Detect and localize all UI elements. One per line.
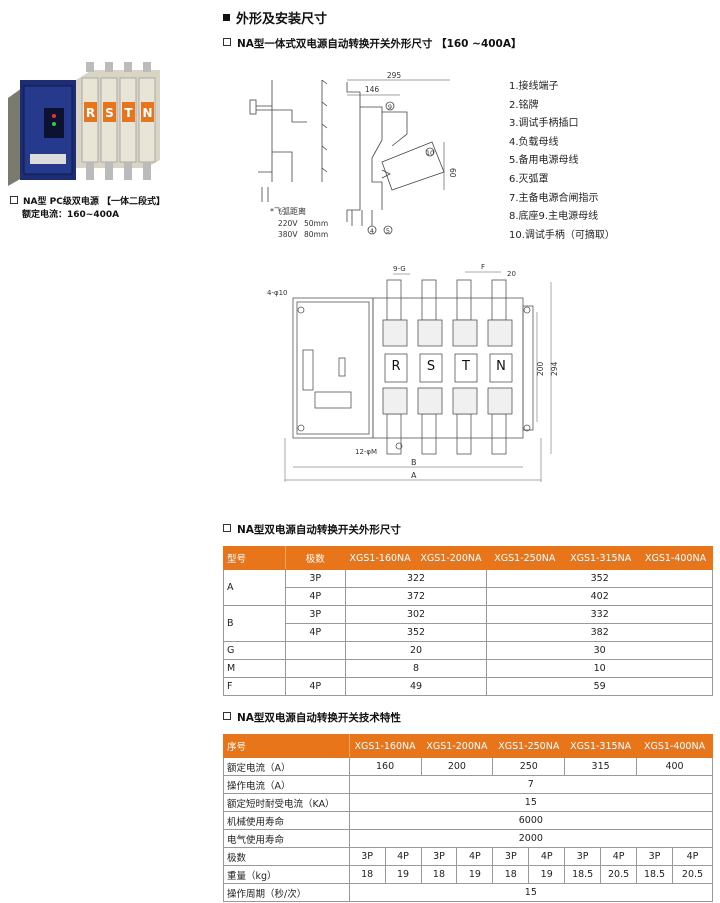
front-pole-s: S xyxy=(427,359,435,374)
legend-item: 2.铭牌 xyxy=(509,99,539,111)
table-row: 额定电流（A） 160 200 250 315 400 xyxy=(223,757,713,776)
product-photo: R S T N xyxy=(8,62,160,186)
tech-spec-table: 序号 XGS1-160NA XGS1-200NA XGS1-250NA XGS1… xyxy=(223,734,714,902)
label-294: 294 xyxy=(550,361,559,376)
caption-line1: NA型 PC级双电源 【一体二段式】 xyxy=(23,197,165,207)
diagram1-title: NA型一体式双电源自动转换开关外形尺寸 【160 ~400A】 xyxy=(223,36,521,51)
table2-title-text: NA型双电源自动转换开关技术特性 xyxy=(237,712,401,724)
legend-item: 3.调试手柄插口 xyxy=(509,118,579,130)
label-12phim: 12-φM xyxy=(355,448,377,456)
photo-pole-n: N xyxy=(142,106,152,120)
side-view-drawing: 295 146 60 9 10 4 5 *飞弧距离 220V 50mm 380V… xyxy=(249,71,457,239)
photo-pole-r: R xyxy=(86,106,95,120)
legend-item: 5.备用电源母线 xyxy=(509,155,579,167)
photo-pole-t: T xyxy=(124,106,133,120)
legend-list: 1.接线端子 2.铭牌 3.调试手柄插口 4.负载母线 5.备用电源母线 6.灭… xyxy=(509,78,615,245)
diagram1-title-text: NA型一体式双电源自动转换开关外形尺寸 【160 ~400A】 xyxy=(237,38,522,50)
label-200: 200 xyxy=(536,361,545,376)
arc-distance-380: 80mm xyxy=(304,230,328,239)
bullet-box-icon xyxy=(223,38,231,46)
front-view-drawing: R S T N 9-G F 20 4-φ10 200 294 12-φM B A xyxy=(267,263,559,482)
front-pole-n: N xyxy=(496,359,506,374)
callout-5: 5 xyxy=(386,227,390,235)
label-b: B xyxy=(411,458,417,467)
table-header-row: 型号 极数 XGS1-160NA XGS1-200NA XGS1-250NA X… xyxy=(223,546,713,570)
label-9g: 9-G xyxy=(393,265,406,273)
table-header-row: 序号 XGS1-160NA XGS1-200NA XGS1-250NA XGS1… xyxy=(223,734,713,758)
table-row: F 4P 49 59 xyxy=(223,677,713,696)
table-row: 电气使用寿命 2000 xyxy=(223,829,714,848)
legend-item: 6.灭弧罩 xyxy=(509,173,549,185)
table-row: 4P 372 402 xyxy=(224,587,713,606)
table-row: A 3P 322 352 xyxy=(223,569,713,606)
dim-295: 295 xyxy=(387,71,402,80)
dim-60: 60 xyxy=(448,168,457,178)
legend-item: 7.主备电源合闸指示 xyxy=(509,192,599,204)
front-pole-r: R xyxy=(391,359,400,374)
table-row: 机械使用寿命 6000 xyxy=(223,811,714,830)
bullet-box-icon xyxy=(223,712,231,720)
table2-title: NA型双电源自动转换开关技术特性 xyxy=(223,710,401,725)
label-a: A xyxy=(411,471,417,480)
section-title: 外形及安装尺寸 xyxy=(223,8,327,27)
table-row: M 8 10 xyxy=(223,659,713,678)
legend-item: 8.底座9.主电源母线 xyxy=(509,211,599,223)
arc-voltage-220: 220V xyxy=(278,219,298,228)
front-pole-t: T xyxy=(461,359,470,374)
bullet-box-icon xyxy=(10,196,18,204)
callout-4: 4 xyxy=(370,227,374,235)
section-title-text: 外形及安装尺寸 xyxy=(236,12,328,27)
legend-item: 4.负载母线 xyxy=(509,136,559,148)
label-20: 20 xyxy=(507,270,516,278)
callout-10: 10 xyxy=(426,149,434,157)
label-4phi10: 4-φ10 xyxy=(267,289,288,297)
dim-146: 146 xyxy=(365,85,380,94)
table-row: G 20 30 xyxy=(223,641,713,660)
label-f: F xyxy=(481,263,485,271)
caption-line2: 额定电流：160~400A xyxy=(22,210,120,220)
dimension-table: 型号 极数 XGS1-160NA XGS1-200NA XGS1-250NA X… xyxy=(223,546,713,696)
bullet-box-icon xyxy=(223,524,231,532)
table-row: 操作周期（秒/次） 15 xyxy=(223,883,714,902)
table1-title: NA型双电源自动转换开关外形尺寸 xyxy=(223,522,401,537)
photo-pole-s: S xyxy=(105,106,114,120)
table-row: 4P 352 382 xyxy=(224,623,713,642)
arc-distance-220: 50mm xyxy=(304,219,328,228)
callout-9: 9 xyxy=(388,103,392,111)
table-row: 操作电流（A） 7 xyxy=(223,775,714,794)
legend-item: 10.调试手柄（可摘取） xyxy=(509,229,615,241)
table-row: 重量（kg） 18 19 18 19 18 19 18.5 20.5 18.5 … xyxy=(223,865,713,884)
table-row: 极数 3P 4P 3P 4P 3P 4P 3P 4P 3P 4P xyxy=(223,847,713,866)
table1-title-text: NA型双电源自动转换开关外形尺寸 xyxy=(237,524,401,536)
bullet-square-icon xyxy=(223,14,230,21)
table-row: 额定短时耐受电流（KA） 15 xyxy=(223,793,714,812)
table-row: B 3P 302 332 xyxy=(223,605,713,642)
legend-item: 1.接线端子 xyxy=(509,81,559,92)
product-caption: NA型 PC级双电源 【一体二段式】 额定电流：160~400A xyxy=(10,196,165,222)
arc-voltage-380: 380V xyxy=(278,230,298,239)
arc-note-label: *飞弧距离 xyxy=(270,206,306,216)
